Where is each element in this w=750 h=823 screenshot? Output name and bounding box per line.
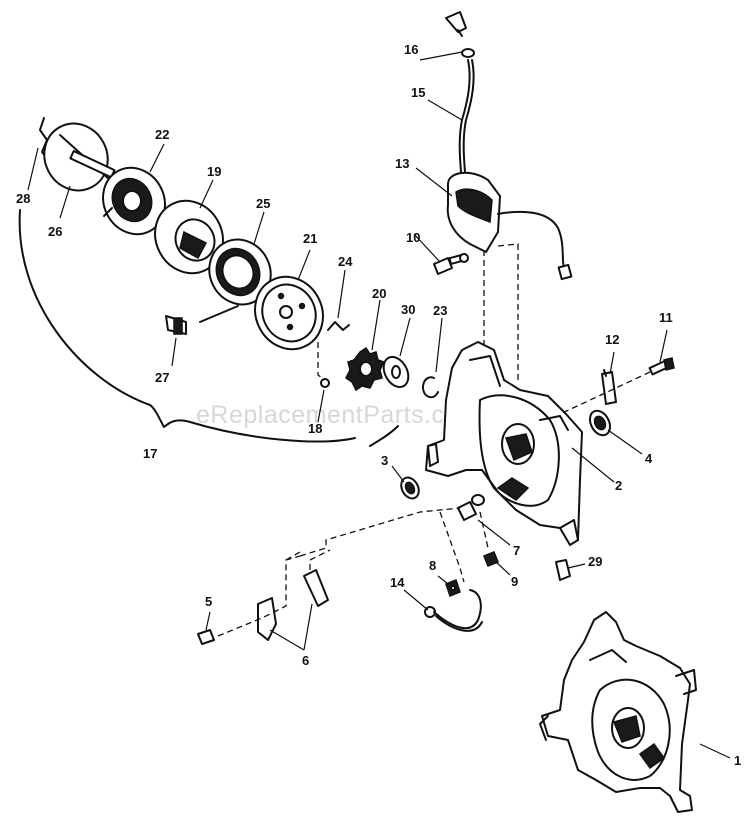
callout-27: 27	[155, 370, 169, 385]
callout-20: 20	[372, 286, 386, 301]
callout-26: 26	[48, 224, 62, 239]
part-16-spark-plug-boot	[445, 11, 475, 58]
callout-21: 21	[303, 231, 317, 246]
callout-9: 9	[511, 574, 518, 589]
part-26-starter-housing	[43, 122, 116, 192]
callout-18: 18	[308, 421, 322, 436]
part-2-engine-housing	[425, 341, 583, 546]
callout-3: 3	[381, 453, 388, 468]
part-5-screw	[197, 629, 215, 645]
part-24-spring-clip	[327, 321, 350, 331]
part-30-washer	[382, 355, 410, 389]
part-4-oil-seal	[588, 409, 612, 437]
callout-8: 8	[429, 558, 436, 573]
callout-28: 28	[16, 191, 30, 206]
part-10-screw	[433, 253, 469, 275]
callout-10: 10	[406, 230, 420, 245]
part-27-handle	[165, 315, 187, 335]
part-22-rewind-spring	[102, 166, 166, 236]
callout-16: 16	[404, 42, 418, 57]
watermark: eReplacementParts.com	[196, 401, 480, 429]
part-29-fitting	[555, 559, 571, 581]
callout-1: 1	[734, 753, 741, 768]
part-15-ignition-wire	[458, 59, 475, 186]
part-3-oil-seal	[400, 476, 420, 500]
assembly-guide-lines	[217, 507, 489, 637]
callout-22: 22	[155, 127, 169, 142]
callout-29: 29	[588, 554, 602, 569]
callout-2: 2	[615, 478, 622, 493]
callout-17: 17	[143, 446, 157, 461]
callout-24: 24	[338, 254, 353, 269]
part-6-switch	[257, 569, 329, 641]
callout-4: 4	[645, 451, 653, 466]
part-1-crankcase-housing	[539, 611, 697, 813]
part-9-screw	[483, 551, 499, 567]
callout-13: 13	[395, 156, 409, 171]
callout-labels: 1 2 3 4 5 6 7 8 9 10 11 12 13 14 15 16 1…	[16, 42, 741, 768]
callout-leaders	[27, 51, 731, 759]
callout-23: 23	[433, 303, 447, 318]
callout-30: 30	[401, 302, 415, 317]
part-23-retaining-clip	[421, 376, 439, 399]
callout-12: 12	[605, 332, 619, 347]
callout-5: 5	[205, 594, 212, 609]
part-18-screw	[317, 342, 330, 388]
part-21-starter-plate	[254, 275, 324, 351]
callout-15: 15	[411, 85, 425, 100]
part-11-bolt	[559, 357, 675, 415]
callout-11: 11	[659, 310, 673, 325]
part-12-bracket	[601, 369, 617, 405]
callout-6: 6	[302, 653, 309, 668]
part-7-bolt	[457, 494, 485, 521]
part-25-rope-pulley	[199, 238, 272, 323]
callout-25: 25	[256, 196, 270, 211]
part-14-ground-wire	[424, 589, 483, 632]
callout-19: 19	[207, 164, 221, 179]
part-20-gear	[345, 346, 386, 392]
callout-7: 7	[513, 543, 520, 558]
callout-14: 14	[390, 575, 405, 590]
part-13-ignition-module	[446, 171, 573, 380]
part-8-nut	[445, 579, 461, 597]
part-17-assembly-bracket	[18, 209, 399, 447]
part-19-pulley	[154, 199, 224, 275]
